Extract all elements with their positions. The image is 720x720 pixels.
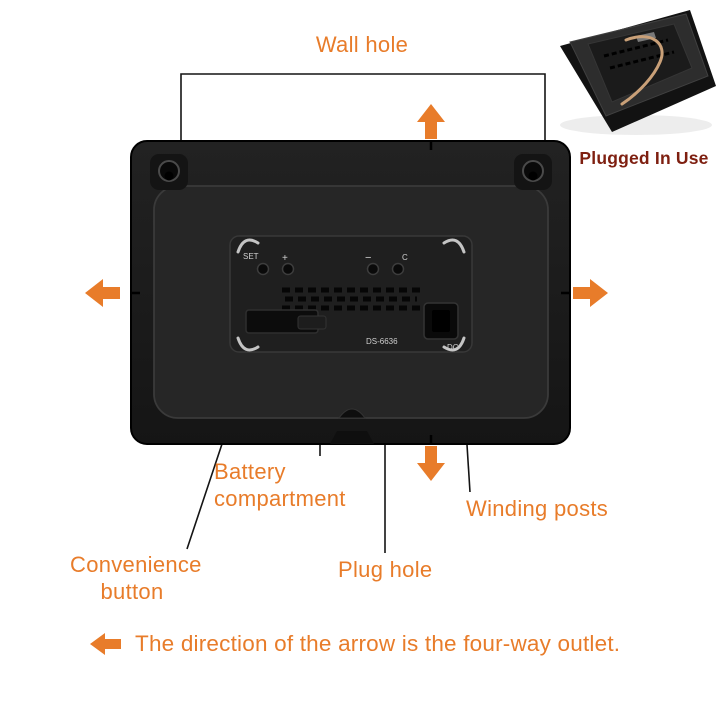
- up-arrow-icon: [417, 104, 445, 139]
- down-arrow-icon: [417, 446, 445, 481]
- label-convenience-line1: Convenience: [70, 552, 202, 577]
- wall-hole-right-slot: [528, 171, 538, 181]
- caption-text: The direction of the arrow is the four-w…: [135, 631, 621, 656]
- label-battery-line1: Battery: [214, 459, 286, 484]
- wall-hole-left-slot: [164, 171, 174, 181]
- panel-markings: SET + − C DS-6636 DC: [243, 252, 459, 352]
- plug-hole: [423, 302, 459, 340]
- marking-plus: +: [282, 253, 288, 264]
- label-convenience-button: Convenience button: [70, 551, 202, 605]
- right-arrow-icon: [573, 279, 608, 307]
- battery-compartment: [245, 309, 327, 334]
- inset-grille-row: [609, 50, 675, 70]
- wall-hole-left: [150, 154, 188, 190]
- label-battery-line2: compartment: [214, 486, 346, 511]
- plugged-in-use-inset: [560, 10, 716, 135]
- wall-hole-right: [514, 154, 552, 190]
- left-arrow-icon: [85, 279, 120, 307]
- label-winding-posts: Winding posts: [466, 496, 609, 521]
- knob: [281, 262, 295, 276]
- wall-hole-right-ring: [522, 160, 544, 182]
- device-back-view: SET + − C DS-6636 DC: [130, 140, 571, 445]
- plug-hole-opening: [432, 310, 450, 332]
- caption-row: The direction of the arrow is the four-w…: [88, 631, 620, 657]
- inset-grille-row: [603, 38, 669, 58]
- label-wall-hole: Wall hole: [315, 32, 409, 57]
- label-plugged-in-use: Plugged In Use: [579, 148, 709, 168]
- adjustment-knobs: [256, 262, 405, 276]
- direction-arrows: [85, 104, 608, 481]
- winding-posts: [236, 238, 466, 352]
- winding-post-top-right: [442, 238, 466, 254]
- knob: [366, 262, 380, 276]
- marking-set: SET: [243, 252, 259, 261]
- winding-post-top-left: [236, 238, 260, 254]
- wall-hole-leader-line: [180, 73, 546, 162]
- winding-post-bottom-left: [236, 336, 260, 352]
- wall-hole-left-ring: [158, 160, 180, 182]
- marking-dc: DC: [447, 343, 459, 352]
- label-convenience-line2: button: [100, 579, 164, 604]
- mold-seam-ticks: [131, 141, 570, 444]
- label-plug-hole: Plug hole: [338, 557, 433, 582]
- inset-grille: [603, 38, 675, 70]
- winding-post-bottom-right: [442, 336, 466, 352]
- label-battery-compartment: Battery compartment: [214, 458, 346, 512]
- speaker-grille: [282, 287, 420, 311]
- marking-model: DS-6636: [366, 337, 398, 346]
- inset-device-recess: [587, 23, 693, 103]
- battery-lid-latch: [297, 315, 327, 330]
- knob: [391, 262, 405, 276]
- thumb-notch: [338, 408, 366, 419]
- stand-tab: [330, 431, 374, 444]
- marking-reset: C: [402, 253, 408, 262]
- inset-shadow: [560, 115, 712, 135]
- caption-left-arrow-shape: [90, 633, 121, 655]
- knob: [256, 262, 270, 276]
- inset-wire-stand: [620, 35, 664, 106]
- marking-minus: −: [365, 252, 371, 264]
- caption-left-arrow-icon: [90, 633, 121, 655]
